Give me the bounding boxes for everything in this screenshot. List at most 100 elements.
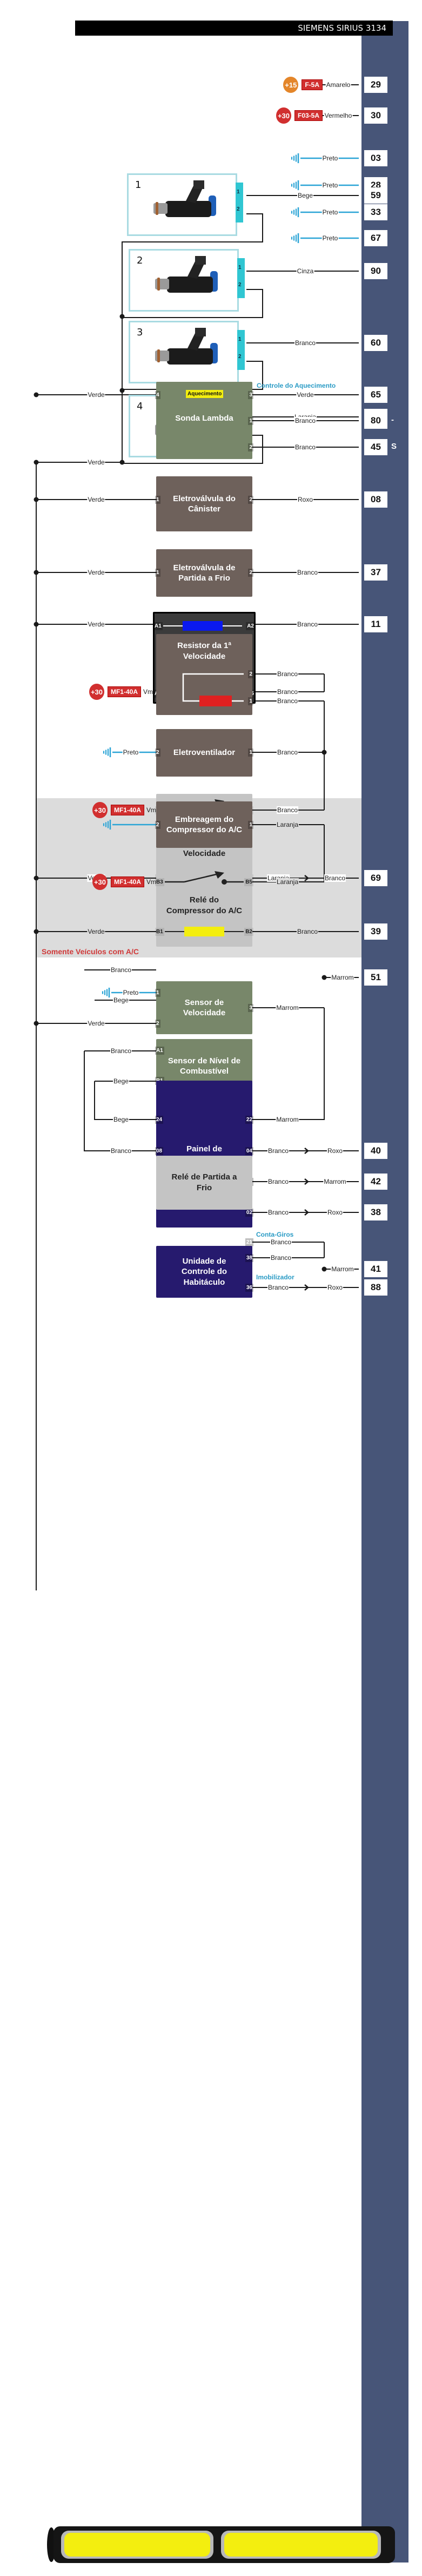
wire xyxy=(122,213,263,242)
ecu-pin-11: 11 xyxy=(361,616,387,632)
terminal-1: 1 xyxy=(155,989,160,997)
terminal-A1: A1 xyxy=(153,622,163,630)
terminal-08: 08 xyxy=(155,1147,164,1155)
supply-terminal-icon: +30 xyxy=(92,874,108,890)
wire-color-label: Verde xyxy=(87,621,105,628)
wire-color-label: Branco xyxy=(276,806,299,814)
ecu-pin-90: 90 xyxy=(361,263,387,279)
relay-coil-icon xyxy=(183,621,223,631)
ecu-connector-graphic xyxy=(47,2526,395,2563)
wire-color-label: Branco xyxy=(294,339,317,347)
ground-icon xyxy=(291,153,299,164)
ground-icon xyxy=(291,207,299,218)
wire-color-label: Bege xyxy=(112,1077,130,1085)
supply-terminal-icon: +15 xyxy=(283,77,299,93)
diagram-title: SIEMENS SIRIUS 3134 xyxy=(75,21,393,36)
terminal-2: 2 xyxy=(248,569,253,577)
terminal-B5: B5 xyxy=(244,878,253,886)
fuse-label: MF1-40A xyxy=(110,876,144,887)
wire-color-label: Verde xyxy=(87,458,105,466)
wire-color-label: Branco xyxy=(276,670,299,678)
wire-color-label: Laranja xyxy=(276,821,299,828)
junction-dot xyxy=(34,570,39,575)
terminal-1: 1 xyxy=(248,821,253,829)
junction-dot xyxy=(34,875,39,881)
wire-color-label: Marrom xyxy=(331,1265,354,1273)
wire-color-label: Branco xyxy=(270,1238,292,1246)
component-name: Eletroventilador xyxy=(173,748,236,758)
terminal-B1: B1 xyxy=(155,928,164,936)
wire-color-label: Amarelo xyxy=(325,81,351,89)
relay-coil-icon xyxy=(184,927,224,936)
pin-signal-type: - xyxy=(391,415,394,424)
ecu-pin-45: 45 xyxy=(361,439,387,455)
wire-color-label: Roxo xyxy=(326,1209,344,1216)
terminal-36: 36 xyxy=(245,1284,253,1292)
ground-icon xyxy=(103,819,111,830)
ecu-pin-30: 30 xyxy=(361,107,387,124)
ecu-pin-29: 29 xyxy=(361,77,387,93)
component-name: Embreagem do Compressor do A/C xyxy=(166,814,243,835)
wire-color-label: Branco xyxy=(267,1147,290,1155)
wire-color-label: Marrom xyxy=(323,1178,347,1185)
supply-terminal-icon: +30 xyxy=(276,107,291,124)
wire-color-label: Preto xyxy=(321,154,339,162)
ecu-pin-38: 38 xyxy=(361,1204,387,1220)
component-name: Eletroválvula de Partida a Frio xyxy=(173,563,236,583)
supply-terminal-icon: +30 xyxy=(89,684,104,700)
ground-icon xyxy=(291,180,299,191)
ecu-pin-42: 42 xyxy=(361,1174,387,1190)
terminal-2: 2 xyxy=(248,670,253,678)
ac-only-note: Somente Veículos com A/C xyxy=(42,947,139,956)
terminal-04: 04 xyxy=(245,1147,253,1155)
junction-dot xyxy=(34,622,39,627)
terminal-24: 24 xyxy=(155,1116,164,1124)
wire-color-label: Preto xyxy=(122,748,139,756)
wire-color-label: Branco xyxy=(294,417,317,424)
component-rele-partida-frio: Relé de Partida a Frio xyxy=(156,1156,252,1210)
wire-color-label: Branco xyxy=(110,1047,132,1055)
component-name: Sensor de Velocidade xyxy=(183,997,226,1018)
fuse-label: F-5A xyxy=(302,79,323,90)
wire-color-label: Branco xyxy=(276,697,299,705)
component-name: Sensor de Nível de Combustível xyxy=(168,1056,241,1076)
ecu-connector-illustration xyxy=(46,2517,397,2573)
junction-dot xyxy=(119,314,125,319)
connector-splice-icon xyxy=(304,1209,309,1216)
wire-color-label: Marrom xyxy=(331,974,354,981)
connector-splice-icon xyxy=(304,1178,309,1185)
wire xyxy=(252,1008,325,1120)
signal-note: Imobilizador xyxy=(256,1273,294,1281)
fuse-label: MF1-40A xyxy=(110,805,144,815)
signal-note: Conta-Giros xyxy=(256,1231,294,1238)
injector-number: 2 xyxy=(137,255,143,266)
relay-switch-icon xyxy=(165,871,244,885)
ecu-pin-33: 33 xyxy=(361,204,387,220)
terminal-38: 38 xyxy=(245,1254,253,1262)
injector-number: 4 xyxy=(137,401,143,412)
wire-color-label: Verde xyxy=(87,391,105,399)
wire-color-label: Verde xyxy=(87,496,105,503)
wire-color-label: Marrom xyxy=(276,1004,299,1011)
wire-color-label: Verde xyxy=(296,391,314,399)
wire-color-label: Verde xyxy=(87,569,105,576)
wire-color-label: Bege xyxy=(297,192,314,199)
wire-color-label: Branco xyxy=(267,1284,290,1291)
ecu-pin-08: 08 xyxy=(361,491,387,508)
junction-dot xyxy=(119,388,125,393)
terminal-4: 4 xyxy=(155,391,160,399)
wire-color-label: Vm xyxy=(146,878,156,886)
ecu-pin-39: 39 xyxy=(361,923,387,940)
wire-color-label: Vm xyxy=(143,688,153,696)
ecu-pin-59: 59 xyxy=(361,187,387,204)
terminal-02: 02 xyxy=(245,1209,253,1217)
wire-color-label: Verde xyxy=(87,1020,105,1027)
